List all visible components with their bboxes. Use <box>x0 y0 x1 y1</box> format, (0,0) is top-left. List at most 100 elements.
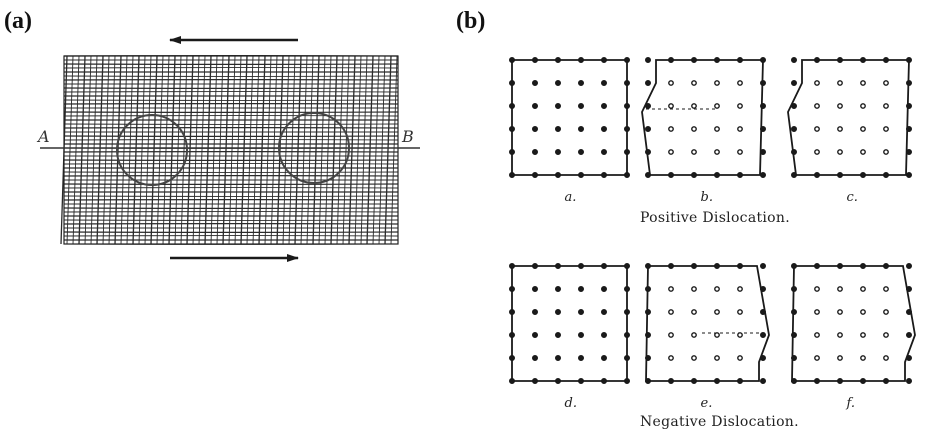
interior-atom <box>837 80 843 86</box>
perimeter-atom <box>737 262 744 269</box>
perimeter-atom <box>508 171 515 178</box>
interior-atom <box>814 309 820 315</box>
perimeter-atom <box>714 262 721 269</box>
interior-atom <box>601 354 608 361</box>
circuit-e: e. <box>645 262 770 411</box>
perimeter-atom <box>668 57 675 64</box>
interior-atom <box>837 332 843 338</box>
interior-atom <box>737 286 743 292</box>
interior-atom <box>714 103 720 109</box>
perimeter-atom <box>624 126 631 133</box>
interior-atom <box>532 103 539 110</box>
interior-atom <box>668 149 674 155</box>
perimeter-atom <box>532 377 539 384</box>
perimeter-atom <box>791 57 798 64</box>
perimeter-atom <box>906 354 913 361</box>
perimeter-atom <box>714 377 721 384</box>
interior-atom <box>578 285 585 292</box>
perimeter-atom <box>860 57 867 64</box>
perimeter-atom <box>760 308 767 315</box>
interior-atom <box>668 309 674 315</box>
perimeter-atom <box>760 262 767 269</box>
interior-atom <box>578 308 585 315</box>
perimeter-atom <box>508 331 515 338</box>
subfigure-label: d. <box>565 396 577 411</box>
interior-atom <box>860 309 866 315</box>
perimeter-atom <box>508 126 515 133</box>
interior-atom <box>883 103 889 109</box>
subfigure-label: f. <box>846 396 855 411</box>
interior-atom <box>555 80 562 87</box>
interior-atom <box>668 103 674 109</box>
left-dislocation-circle <box>116 114 188 186</box>
interior-atom <box>837 309 843 315</box>
perimeter-atom <box>624 80 631 87</box>
perimeter-atom <box>645 354 652 361</box>
interior-atom <box>714 309 720 315</box>
perimeter-atom <box>645 57 652 64</box>
interior-atom <box>532 331 539 338</box>
perimeter-atom <box>555 377 562 384</box>
interior-atom <box>578 331 585 338</box>
interior-atom <box>737 149 743 155</box>
panel-a-label: (a) <box>4 8 32 34</box>
perimeter-atom <box>760 126 767 133</box>
interior-atom <box>883 80 889 86</box>
perimeter-atom <box>814 171 821 178</box>
interior-atom <box>691 126 697 132</box>
interior-atom <box>668 80 674 86</box>
interior-atom <box>814 149 820 155</box>
perimeter-atom <box>814 262 821 269</box>
subfigure-label: a. <box>565 190 577 205</box>
perimeter-atom <box>578 377 585 384</box>
interior-atom <box>860 332 866 338</box>
circuit-b: b. <box>641 57 767 205</box>
interior-atom <box>532 354 539 361</box>
interior-atom <box>814 80 820 86</box>
perimeter-atom <box>645 171 652 178</box>
perimeter-atom <box>578 57 585 64</box>
interior-atom <box>860 103 866 109</box>
circuit-f: f. <box>791 262 916 411</box>
perimeter-atom <box>883 171 890 178</box>
interior-atom <box>668 332 674 338</box>
interior-atom <box>532 126 539 133</box>
perimeter-atom <box>760 171 767 178</box>
circuit-outline <box>511 59 628 176</box>
interior-atom <box>555 285 562 292</box>
perimeter-atom <box>691 171 698 178</box>
perimeter-atom <box>645 331 652 338</box>
interior-atom <box>578 103 585 110</box>
perimeter-atom <box>555 262 562 269</box>
interior-atom <box>714 126 720 132</box>
interior-atom <box>837 286 843 292</box>
perimeter-atom <box>791 103 798 110</box>
perimeter-atom <box>906 57 913 64</box>
interior-atom <box>532 80 539 87</box>
interior-atom <box>883 126 889 132</box>
perimeter-atom <box>791 308 798 315</box>
interior-atom <box>883 149 889 155</box>
perimeter-atom <box>760 103 767 110</box>
perimeter-atom <box>760 148 767 155</box>
perimeter-atom <box>645 148 652 155</box>
perimeter-atom <box>760 285 767 292</box>
subfigure-label: e. <box>701 396 713 411</box>
interior-atom <box>691 355 697 361</box>
perimeter-atom <box>791 126 798 133</box>
interior-atom <box>532 285 539 292</box>
interior-atom <box>555 308 562 315</box>
perimeter-atom <box>532 171 539 178</box>
perimeter-atom <box>601 171 608 178</box>
right-dislocation-circle <box>278 112 350 184</box>
perimeter-atom <box>714 57 721 64</box>
interior-atom <box>555 331 562 338</box>
perimeter-atom <box>737 171 744 178</box>
perimeter-atom <box>906 262 913 269</box>
perimeter-atom <box>624 171 631 178</box>
interior-atom <box>601 331 608 338</box>
perimeter-atom <box>760 377 767 384</box>
interior-atom <box>737 80 743 86</box>
perimeter-atom <box>906 80 913 87</box>
